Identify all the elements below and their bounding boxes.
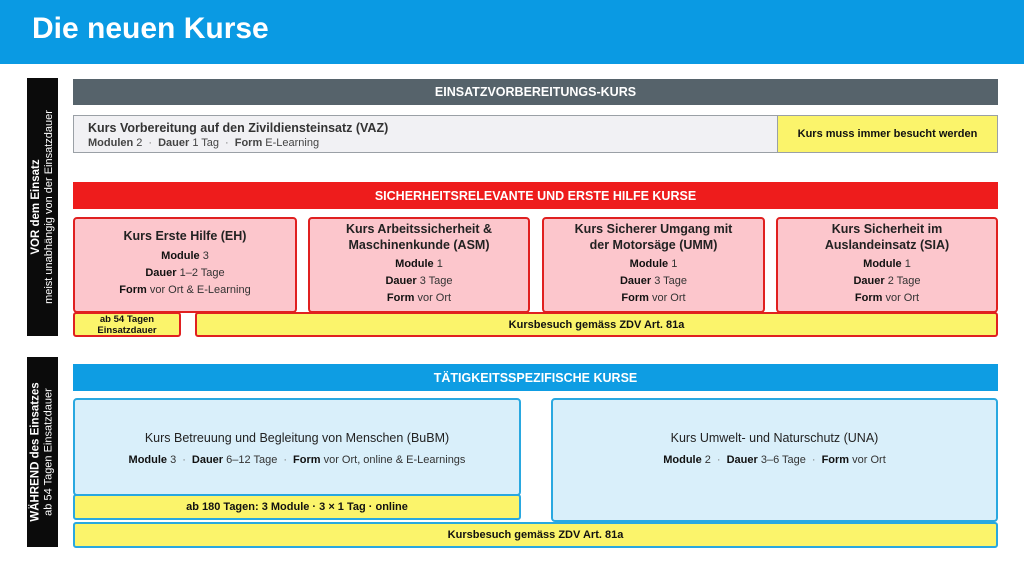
- course-title: Kurs Arbeitssicherheit & Maschinenkunde …: [345, 222, 493, 252]
- activity-zdv-note: Kursbesuch gemäss ZDV Art. 81a: [73, 522, 998, 548]
- course-title: Kurs Sicherer Umgang mit der Motorsäge (…: [574, 222, 733, 252]
- modules-label: Module: [863, 258, 902, 270]
- course-title: Kurs Betreuung und Begleitung von Mensch…: [144, 431, 450, 445]
- vaz-title: Kurs Vorbereitung auf den Zivildienstein…: [88, 121, 389, 135]
- duration-label: Dauer: [191, 454, 224, 466]
- modules-label: Module: [395, 258, 434, 270]
- modules-label: Module: [161, 250, 200, 262]
- vaz-modules-label: Modulen: [88, 137, 134, 149]
- side-label-during: WÄHREND des Einsatzes ab 54 Tagen Einsat…: [27, 357, 58, 547]
- form-value: vor Ort: [417, 292, 452, 304]
- course-title: Kurs Erste Hilfe (EH): [123, 229, 247, 243]
- modules-value: 2: [704, 454, 711, 466]
- side-label-before: VOR dem Einsatz meist unabhängig von der…: [27, 78, 58, 336]
- course-card-umm: Kurs Sicherer Umgang mit der Motorsäge (…: [542, 217, 765, 313]
- course-card-bubm: Kurs Betreuung und Begleitung von Mensch…: [73, 398, 521, 496]
- course-title: Kurs Umwelt- und Naturschutz (UNA): [670, 431, 879, 445]
- side-label-during-bold: WÄHREND des Einsatzes: [29, 382, 42, 522]
- duration-value: 3 Tage: [419, 275, 453, 287]
- duration-value: 6–12 Tage: [226, 454, 278, 466]
- side-label-before-sub: meist unabhängig von der Einsatzdauer: [42, 110, 55, 304]
- duration-value: 3–6 Tage: [760, 454, 806, 466]
- course-card-eh: Kurs Erste Hilfe (EH) Module 3 Dauer 1–2…: [73, 217, 297, 313]
- side-label-before-bold: VOR dem Einsatz: [29, 159, 42, 255]
- section-header-safety: SICHERHEITSRELEVANTE UND ERSTE HILFE KUR…: [73, 182, 998, 209]
- course-card-asm: Kurs Arbeitssicherheit & Maschinenkunde …: [308, 217, 530, 313]
- form-value: vor Ort & E-Learning: [149, 284, 251, 296]
- duration-label: Dauer: [853, 275, 885, 287]
- duration-value: 3 Tage: [654, 275, 688, 287]
- vaz-note: Kurs muss immer besucht werden: [777, 115, 998, 153]
- duration-label: Dauer: [385, 275, 417, 287]
- modules-label: Module: [128, 454, 168, 466]
- form-value: vor Ort: [651, 292, 686, 304]
- form-label: Form: [119, 284, 147, 296]
- modules-value: 3: [170, 454, 177, 466]
- course-title: Kurs Sicherheit im Auslandeinsatz (SIA): [824, 222, 950, 252]
- form-label: Form: [821, 454, 850, 466]
- vaz-form-label: Form: [234, 137, 263, 149]
- course-card-vaz: Kurs Vorbereitung auf den Zivildienstein…: [73, 115, 778, 153]
- vaz-duration-value: 1 Tag: [192, 137, 220, 149]
- form-label: Form: [621, 292, 649, 304]
- modules-value: 3: [202, 250, 209, 262]
- form-value: vor Ort, online & E-Learnings: [323, 454, 466, 466]
- form-label: Form: [293, 454, 321, 466]
- form-label: Form: [854, 292, 883, 304]
- side-label-during-sub: ab 54 Tagen Einsatzdauer: [42, 388, 55, 516]
- course-card-una: Kurs Umwelt- und Naturschutz (UNA) Modul…: [551, 398, 998, 522]
- form-value: vor Ort: [852, 454, 886, 466]
- duration-value: 1–2 Tage: [179, 267, 225, 279]
- duration-label: Dauer: [619, 275, 652, 287]
- duration-value: 2 Tage: [887, 275, 921, 287]
- modules-value: 1: [671, 258, 678, 270]
- modules-value: 1: [436, 258, 443, 270]
- page-title: Die neuen Kurse: [32, 12, 269, 45]
- header-banner: Die neuen Kurse: [0, 0, 1024, 64]
- duration-label: Dauer: [726, 454, 758, 466]
- modules-label: Module: [663, 454, 702, 466]
- vaz-form-value: E-Learning: [265, 137, 320, 149]
- vaz-duration-label: Dauer: [158, 137, 190, 149]
- course-card-sia: Kurs Sicherheit im Auslandeinsatz (SIA) …: [776, 217, 998, 313]
- form-label: Form: [386, 292, 415, 304]
- modules-value: 1: [904, 258, 911, 270]
- bubm-condition-note: ab 180 Tagen: 3 Module · 3 × 1 Tag · onl…: [73, 494, 521, 520]
- vaz-modules-value: 2: [136, 137, 143, 149]
- modules-label: Module: [629, 258, 669, 270]
- form-value: vor Ort: [885, 292, 920, 304]
- duration-label: Dauer: [145, 267, 177, 279]
- section-header-preparation: EINSATZVORBEREITUNGS-KURS: [73, 79, 998, 105]
- safety-zdv-note: Kursbesuch gemäss ZDV Art. 81a: [195, 312, 998, 337]
- section-header-activity: TÄTIGKEITSSPEZIFISCHE KURSE: [73, 364, 998, 391]
- eh-condition-note: ab 54 Tagen Einsatzdauer: [73, 312, 181, 337]
